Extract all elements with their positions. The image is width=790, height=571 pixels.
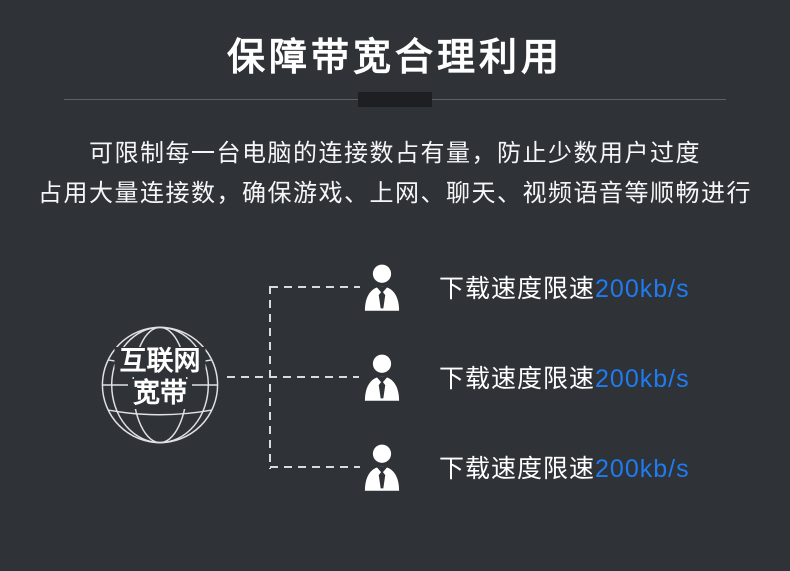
connector-bottom bbox=[270, 466, 360, 468]
speed-limit-value: 200kb/s bbox=[595, 365, 690, 393]
description-line-1: 可限制每一台电脑的连接数占有量，防止少数用户过度 bbox=[89, 140, 701, 167]
speed-limit-text: 下载速度限速200kb/s bbox=[439, 449, 690, 485]
speed-limit-value: 200kb/s bbox=[595, 275, 690, 303]
connector-vertical bbox=[269, 286, 271, 469]
speed-limit-text: 下载速度限速200kb/s bbox=[439, 359, 690, 395]
connector-top bbox=[270, 286, 360, 288]
user-row: 下载速度限速200kb/s bbox=[363, 353, 690, 401]
speed-limit-value: 200kb/s bbox=[595, 455, 690, 483]
description-line-2: 占用大量连接数，确保游戏、上网、聊天、视频语音等顺畅进行 bbox=[38, 180, 752, 207]
speed-limit-label: 下载速度限速 bbox=[439, 275, 596, 303]
globe-label-line1: 互联网 bbox=[114, 346, 206, 377]
divider-center-block bbox=[358, 92, 432, 107]
page-title: 保障带宽合理利用 bbox=[226, 37, 563, 79]
speed-limit-label: 下载速度限速 bbox=[439, 455, 596, 483]
globe-label-line2: 宽带 bbox=[128, 378, 192, 409]
user-row: 下载速度限速200kb/s bbox=[363, 263, 690, 311]
speed-limit-label: 下载速度限速 bbox=[439, 365, 596, 393]
speed-limit-text: 下载速度限速200kb/s bbox=[439, 269, 690, 305]
user-icon bbox=[364, 444, 400, 491]
user-row: 下载速度限速200kb/s bbox=[363, 443, 690, 491]
connector-middle bbox=[227, 376, 359, 378]
user-icon bbox=[364, 354, 400, 401]
internet-globe: 互联网 宽带 bbox=[95, 320, 225, 450]
user-icon bbox=[364, 264, 400, 311]
